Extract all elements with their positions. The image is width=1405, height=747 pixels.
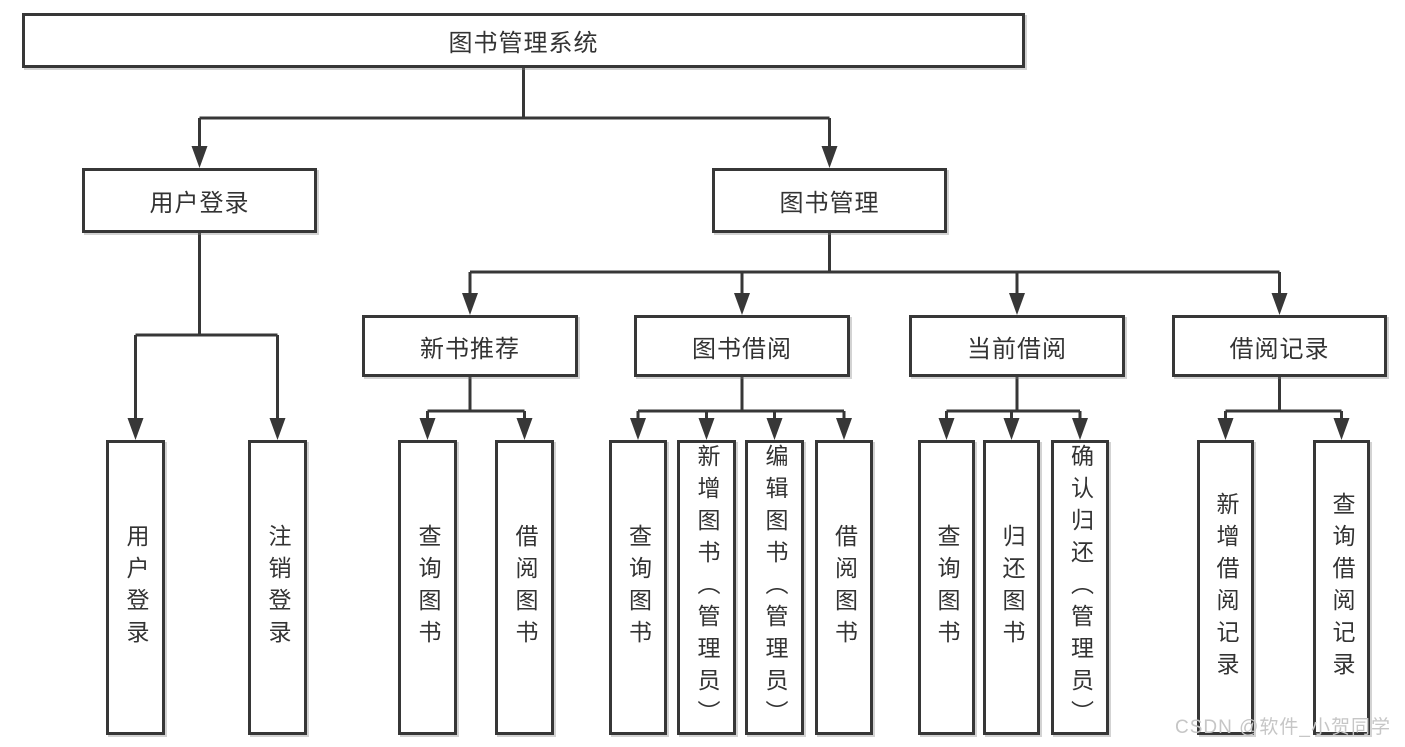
node-book-borrow-label: 图书借阅: [692, 335, 792, 363]
leaf-borrow-book: 借阅图书: [815, 440, 873, 735]
leaf-query-books-recommend: 查询图书: [398, 440, 457, 735]
connector-book-management-children: [462, 233, 1288, 315]
node-book-borrow: 图书借阅: [634, 315, 850, 377]
leaf-edit-book-admin: 编辑图书（管理员）: [745, 440, 804, 735]
leaf-return-book: 归还图书: [983, 440, 1040, 735]
leaf-query-borrow-record-label: 查询借阅记录: [1329, 491, 1355, 684]
leaf-logout-label: 注销登录: [265, 523, 291, 652]
leaf-borrow-books-recommend-label: 借阅图书: [512, 523, 538, 652]
leaf-edit-book-admin-label: 编辑图书（管理员）: [762, 443, 788, 732]
leaf-user-login: 用户登录: [106, 440, 165, 735]
leaf-add-book-admin: 新增图书（管理员）: [677, 440, 736, 735]
connector-book-borrow-children: [630, 377, 852, 440]
node-current-borrow-label: 当前借阅: [967, 335, 1067, 363]
leaf-query-books-borrow-label: 查询图书: [625, 523, 652, 652]
connector-borrow-record-children: [1217, 377, 1350, 440]
leaf-add-borrow-record-label: 新增借阅记录: [1213, 491, 1239, 684]
leaf-confirm-return-admin-label: 确认归还（管理员）: [1067, 443, 1094, 732]
csdn-watermark: CSDN @软件_小贺同学: [1175, 717, 1391, 738]
leaf-confirm-return-admin: 确认归还（管理员）: [1051, 440, 1109, 735]
connector-user-login-children: [127, 233, 286, 440]
connector-current-borrow-children: [938, 377, 1088, 440]
leaf-add-book-admin-label: 新增图书（管理员）: [694, 443, 720, 732]
leaf-query-books-current-label: 查询图书: [934, 523, 960, 652]
node-borrow-record-label: 借阅记录: [1229, 335, 1330, 363]
leaf-user-login-label: 用户登录: [123, 523, 149, 652]
leaf-query-books-recommend-label: 查询图书: [415, 523, 441, 652]
leaf-borrow-book-label: 借阅图书: [831, 523, 858, 652]
node-root-system-label: 图书管理系统: [448, 30, 599, 57]
connector-new-book-children: [419, 377, 533, 440]
leaf-query-borrow-record: 查询借阅记录: [1313, 440, 1370, 735]
node-book-management: 图书管理: [712, 168, 947, 233]
leaf-logout: 注销登录: [248, 440, 307, 735]
node-current-borrow: 当前借阅: [909, 315, 1125, 377]
node-new-book-recommend-label: 新书推荐: [420, 335, 520, 363]
leaf-query-books-borrow: 查询图书: [609, 440, 667, 735]
leaf-return-book-label: 归还图书: [999, 523, 1025, 652]
node-book-management-label: 图书管理: [779, 190, 880, 217]
leaf-query-books-current: 查询图书: [918, 440, 975, 735]
node-new-book-recommend: 新书推荐: [362, 315, 578, 377]
connector-root-to-level2: [191, 68, 838, 168]
node-user-login: 用户登录: [82, 168, 317, 233]
node-user-login-label: 用户登录: [149, 190, 250, 217]
node-borrow-record: 借阅记录: [1172, 315, 1387, 377]
leaf-borrow-books-recommend: 借阅图书: [495, 440, 554, 735]
leaf-add-borrow-record: 新增借阅记录: [1197, 440, 1254, 735]
node-root-system: 图书管理系统: [22, 13, 1025, 68]
